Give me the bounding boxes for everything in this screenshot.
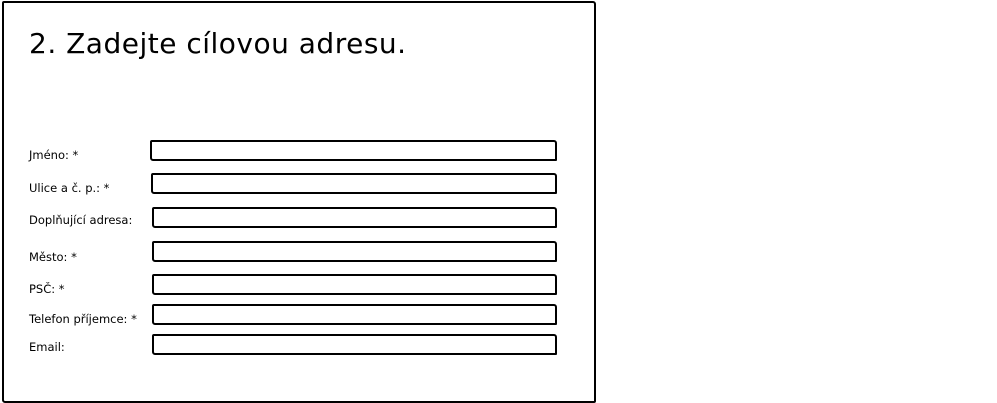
additional-address-input[interactable] [152,207,557,228]
city-input[interactable] [152,241,557,262]
street-label: Ulice a č. p.: * [29,181,110,195]
email-input[interactable] [152,334,557,355]
postal-code-label: PSČ: * [29,282,65,296]
name-input[interactable] [150,140,557,161]
form-title: 2. Zadejte cílovou adresu. [29,27,407,60]
phone-input[interactable] [152,304,557,325]
name-label: Jméno: * [29,148,79,162]
street-input[interactable] [151,173,557,194]
postal-code-input[interactable] [152,274,557,295]
phone-label: Telefon příjemce: * [29,312,137,326]
email-label: Email: [29,340,65,354]
city-label: Město: * [29,250,77,264]
additional-address-label: Doplňující adresa: [29,213,133,227]
